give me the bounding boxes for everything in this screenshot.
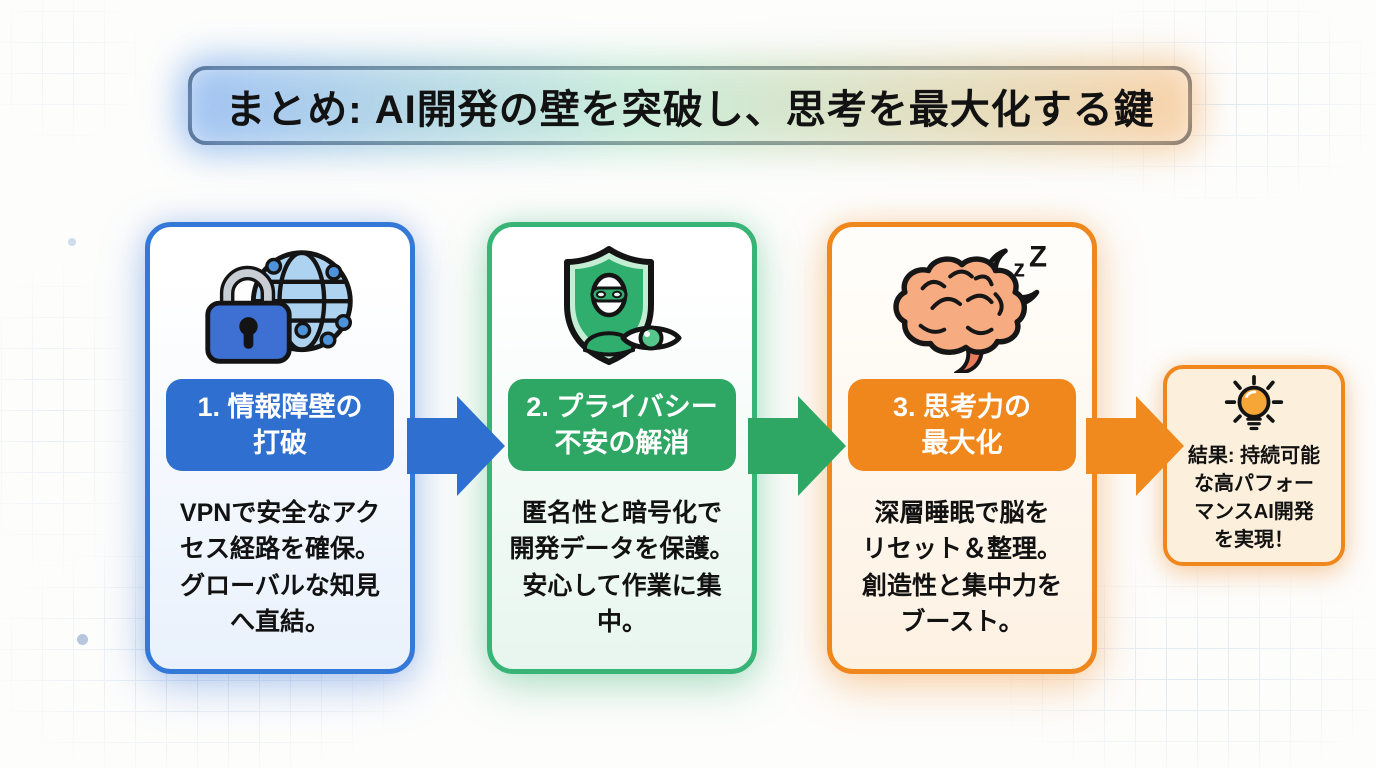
grid-dot [68,238,76,246]
grid-patch-mid-left [0,255,140,585]
lock-globe-icon [150,243,410,371]
step-badge-1: 1. 情報障壁の 打破 [166,379,394,471]
step-badge-3: 3. 思考力の 最大化 [848,379,1076,471]
result-card: 結果: 持続可能 な高パフォー マンスAI開発 を実現！ [1163,365,1345,566]
step-body-3: 深層睡眠で脳を リセット＆整理。 創造性と集中力を ブースト。 [861,499,1062,636]
brain-sleep-icon: z Z [832,243,1092,373]
title-banner: まとめ: AI開発の壁を突破し、思考を最大化する鍵 [188,66,1192,145]
grid-patch-top-left [0,0,150,150]
grid-dot [77,634,88,645]
page-title: まとめ: AI開発の壁を突破し、思考を最大化する鍵 [225,87,1155,132]
lightbulb-icon [1221,374,1287,441]
step-body-1: VPNで安全なアク セス経路を確保。 グローバルな知見 へ直結。 [179,499,381,636]
step-body-2: 匿名性と暗号化で 開発データを保護。 安心して作業に集 中。 [509,499,735,636]
step-badge-2: 2. プライバシー 不安の解消 [508,379,736,471]
step-card-privacy: 2. プライバシー 不安の解消 匿名性と暗号化で 開発データを保護。 安心して作… [487,222,757,674]
flow-arrow-green [748,396,846,496]
sleep-z-big: Z [1029,243,1047,274]
shield-anonymous-eye-icon [492,243,752,371]
result-text: 結果: 持続可能 な高パフォー マンスAI開発 を実現！ [1187,445,1321,551]
step-card-thinking: z Z 3. 思考力の 最大化 深層睡眠で脳を リセット＆整理。 創造性と集中力… [827,222,1097,674]
step-card-info-barrier: 1. 情報障壁の 打破 VPNで安全なアク セス経路を確保。 グローバルな知見 … [145,222,415,674]
flow-arrow-blue [407,396,505,496]
sleep-z-small: z [1013,256,1025,282]
flow-arrow-orange [1086,396,1184,496]
